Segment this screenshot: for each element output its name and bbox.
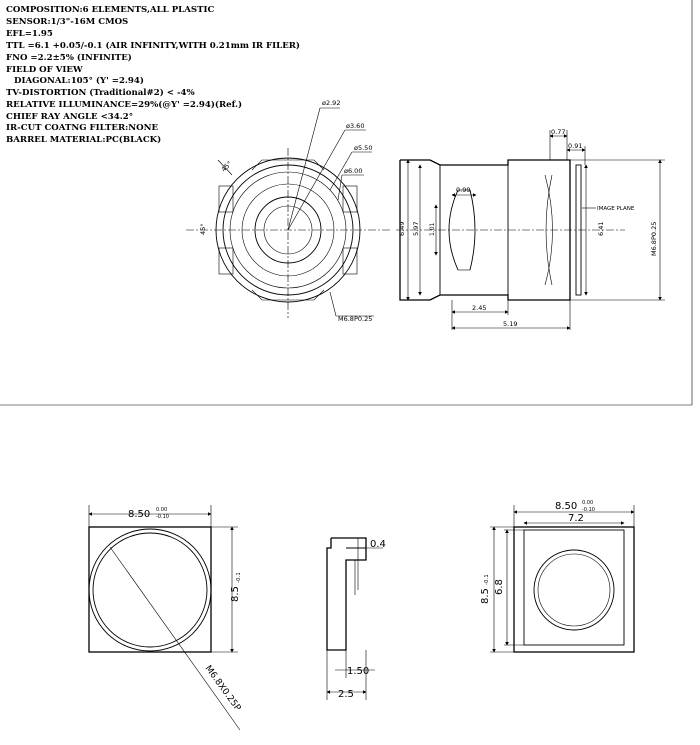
- holder-back-height: 8.5: [480, 588, 491, 604]
- dim-d292: ø2.92: [322, 99, 340, 107]
- spec-barrel: BARREL MATERIAL:PC(BLACK): [6, 135, 162, 145]
- dim-649: 6.49: [398, 222, 406, 236]
- spec-fno: FNO =2.2±5% (INFINITE): [6, 53, 132, 63]
- dim-519: 5.19: [503, 320, 517, 328]
- front-d292: [263, 205, 313, 255]
- lens-front-view: ø2.92 ø3.60 ø5.50 ø6.00 M6.8P0.25 45° 45…: [186, 99, 392, 323]
- holder-back-tol-upper: 0.00: [582, 500, 593, 506]
- spec-sensor: SENSOR:1/3"-16M CMOS: [6, 17, 129, 27]
- holder-back-height-tol: -0.1: [484, 574, 490, 585]
- dim-597: 5.97: [412, 222, 420, 236]
- holder-back-tol-lower: -0.10: [582, 507, 595, 513]
- holder-side-d25: 2.5: [338, 689, 354, 700]
- lens-side-view: IMAGE PLANE 0.77 0.91 0.99 6.49 5.97 1.0…: [396, 128, 665, 330]
- dim-077: 0.77: [551, 128, 565, 136]
- spec-efl: EFL=1.95: [6, 29, 53, 39]
- front-ring-inner: [229, 171, 347, 289]
- dim-641: 6.41: [597, 222, 605, 236]
- dim-091: 0.91: [568, 142, 582, 150]
- holder-side-view: 0.4 1.50 2.5: [326, 537, 386, 700]
- holder-side-d04: 0.4: [370, 539, 386, 550]
- holder-back-width: 8.50: [555, 501, 577, 512]
- dim-d600: ø6.00: [344, 167, 362, 175]
- holder-front-thread: M6.8X0.25P: [203, 664, 243, 714]
- holder-front-view: 8.50 0.00 -0.10 8.5 -0.1 M6.8X0.25P: [88, 505, 243, 731]
- spec-diagonal: DIAGONAL:105° (Y' =2.94): [14, 76, 144, 86]
- spec-fov: FIELD OF VIEW: [6, 65, 83, 75]
- front-d550: [241, 183, 335, 277]
- holder-back-inner-h: 6.8: [494, 579, 505, 595]
- spec-chief-ray: CHIEF RAY ANGLE <34.2°: [6, 112, 134, 122]
- holder-front-tol-upper: 0.00: [156, 507, 167, 513]
- dim-099: 0.99: [456, 186, 470, 194]
- spec-ttl: TTL =6.1 +0.05/-0.1 (AIR INFINITY,WITH 0…: [6, 41, 300, 51]
- holder-front-width: 8.50: [128, 509, 150, 520]
- holder-front-height-tol: -0.1: [236, 572, 242, 583]
- dim-front-thread: M6.8P0.25: [338, 315, 372, 323]
- label-image-plane: IMAGE PLANE: [597, 206, 635, 212]
- dim-angle-left: 45°: [199, 223, 207, 235]
- dim-245: 2.45: [472, 304, 486, 312]
- holder-front-height: 8.5: [230, 586, 241, 602]
- spec-ircut: IR-CUT COATNG FILTER:NONE: [6, 123, 159, 133]
- holder-front-tol-lower: -0.10: [156, 514, 169, 520]
- spec-tv-distortion: TV-DISTORTION (Traditional#2) < -4%: [6, 88, 195, 98]
- dim-d550: ø5.50: [354, 144, 372, 152]
- front-d360: [254, 196, 322, 264]
- dim-side-thread: M6.8P0.25: [650, 222, 658, 256]
- holder-back-inner: 7.2: [568, 513, 584, 524]
- dim-101: 1.01: [429, 222, 436, 236]
- spec-composition: COMPOSITION:6 ELEMENTS,ALL PLASTIC: [6, 5, 215, 15]
- holder-side-d150: 1.50: [347, 666, 369, 677]
- holder-back-view: 8.50 0.00 -0.10 7.2 8.5 -0.1 6.8: [480, 500, 635, 653]
- front-outer-thread: [215, 157, 361, 303]
- front-ring: [222, 164, 354, 296]
- dim-d360: ø3.60: [346, 122, 364, 130]
- spec-relative-illuminance: RELATIVE ILLUMINANCE=29%(@Y' =2.94)(Ref.…: [6, 100, 243, 110]
- dim-angle-top: 45°: [220, 160, 234, 174]
